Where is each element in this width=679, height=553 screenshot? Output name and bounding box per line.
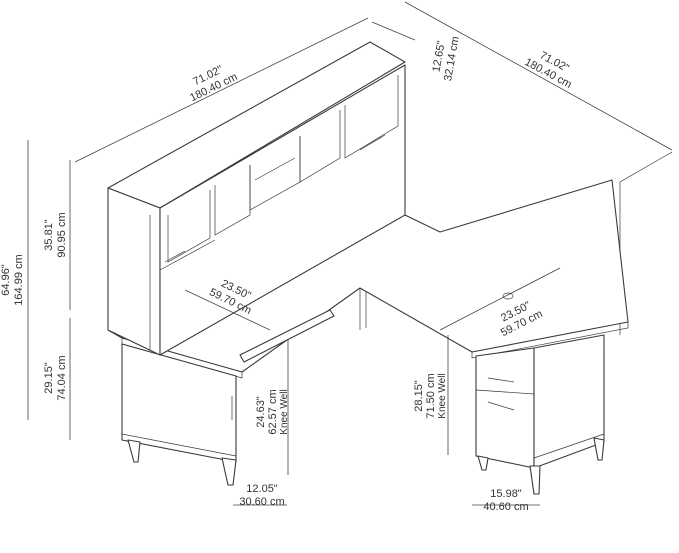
- desk-surface: [107, 179, 629, 379]
- dim-right-pedestal-width-cm: 40.60 cm: [483, 501, 528, 513]
- dim-hutch-height-cm: 90.95 cm: [56, 212, 68, 257]
- right-pedestal: [475, 334, 605, 495]
- dim-right-knee-well-in: 28.15": [413, 380, 425, 412]
- dim-hutch-height-in: 35.81": [43, 219, 55, 251]
- dim-right-pedestal-width: 15.98" 40.60 cm: [483, 488, 528, 513]
- dim-return-length: 71.02" 180.40 cm: [523, 49, 574, 91]
- dim-hutch-depth-in: 12.65": [430, 40, 447, 73]
- dim-left-pedestal-width: 12.05" 30.60 cm: [239, 483, 284, 508]
- dim-overall-height: 64.96" 164.99 cm: [0, 254, 25, 305]
- dim-right-knee-well-cm: 71.50 cm: [425, 373, 437, 418]
- dim-hutch-width: 71.02" 180.40 cm: [188, 64, 239, 105]
- dim-left-knee-well-cm: 62.57 cm: [267, 389, 279, 434]
- dim-left-pedestal-width-cm: 30.60 cm: [239, 496, 284, 508]
- left-pedestal: [121, 343, 237, 486]
- dim-left-knee-well-label: Knee Well: [279, 389, 290, 434]
- dim-desk-height-in: 29.15": [43, 362, 55, 394]
- dim-left-knee-well-in: 24.63": [255, 396, 267, 428]
- hutch: [107, 41, 406, 356]
- dimension-lines: [27, 1, 673, 506]
- dim-overall-height-cm: 164.99 cm: [13, 254, 25, 305]
- grommet-right: [502, 292, 514, 300]
- keyboard-tray: [239, 309, 335, 363]
- dim-left-pedestal-width-in: 12.05": [246, 483, 278, 495]
- dim-desk-height-cm: 74.04 cm: [56, 355, 68, 400]
- dim-right-pedestal-width-in: 15.98": [490, 488, 522, 500]
- wall-outline: [619, 151, 673, 335]
- dim-desk-height: 29.15" 74.04 cm: [43, 355, 68, 400]
- dim-hutch-depth: 12.65" 32.14 cm: [430, 35, 461, 82]
- dim-left-knee-well: 24.63" 62.57 cm Knee Well: [255, 389, 290, 434]
- dim-right-knee-well: 28.15" 71.50 cm Knee Well: [413, 373, 448, 418]
- dim-right-knee-well-label: Knee Well: [437, 373, 448, 418]
- dim-hutch-height: 35.81" 90.95 cm: [43, 212, 68, 257]
- dim-overall-height-in: 64.96": [0, 264, 12, 296]
